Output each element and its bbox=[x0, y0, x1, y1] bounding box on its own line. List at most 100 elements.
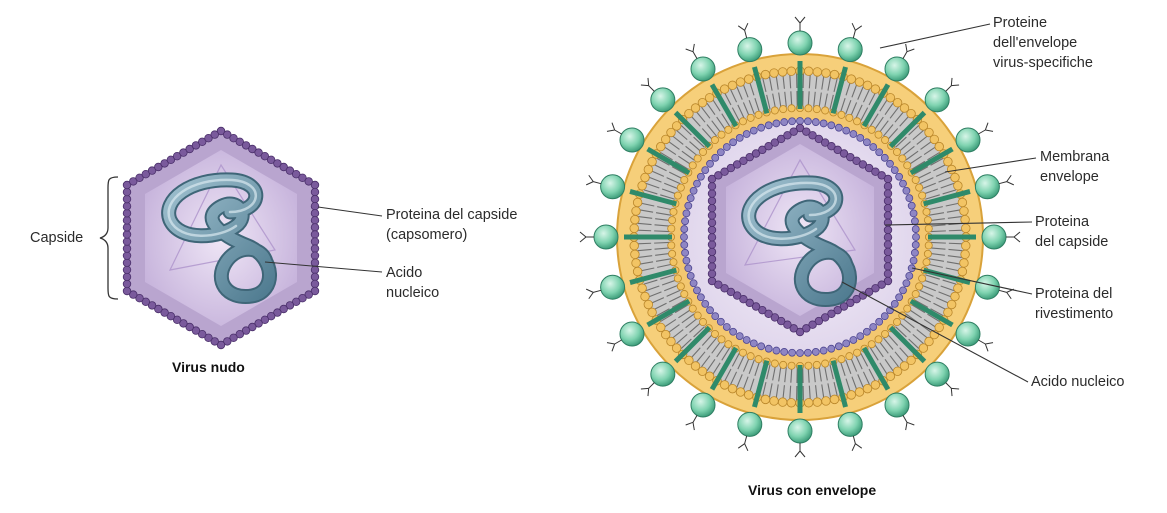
label-capsid-protein-env-line1: Proteina bbox=[1035, 214, 1090, 230]
glycan-tuft bbox=[611, 122, 616, 131]
glycoprotein-head bbox=[619, 127, 645, 153]
lipid-head-outer bbox=[821, 68, 831, 78]
lipid-head-inner bbox=[676, 282, 685, 291]
lipid-tail bbox=[693, 326, 705, 338]
capsomere bbox=[122, 272, 132, 282]
transmembrane-stem bbox=[646, 298, 691, 328]
lipid-tail bbox=[689, 322, 702, 333]
coat-protein-bead bbox=[696, 172, 705, 181]
glycan-tuft bbox=[984, 122, 989, 131]
lipid-tail bbox=[706, 337, 717, 350]
capsomere bbox=[122, 187, 132, 197]
lipid-head-inner bbox=[710, 136, 719, 145]
capsomere bbox=[191, 326, 201, 335]
capsomere bbox=[266, 155, 276, 164]
lipid-tail bbox=[762, 78, 767, 93]
glycan-tuft bbox=[647, 77, 650, 86]
lipid-head-inner bbox=[924, 224, 933, 233]
lipid-head-inner bbox=[699, 318, 708, 327]
lipid-head-inner bbox=[680, 290, 689, 299]
lipid-head-inner bbox=[911, 175, 920, 184]
lipid-head-outer bbox=[943, 156, 953, 167]
glycan-tuft bbox=[855, 25, 863, 31]
lipid-tail bbox=[657, 206, 672, 211]
lipid-tail bbox=[883, 124, 894, 137]
lipid-tail bbox=[749, 378, 755, 393]
lipid-tail bbox=[723, 368, 732, 382]
leader-nucleic-acid-env bbox=[841, 281, 1029, 383]
lipid-tail bbox=[908, 309, 922, 319]
lipid-tail bbox=[676, 333, 688, 344]
coat-protein-bead bbox=[681, 248, 689, 257]
lipid-tail bbox=[933, 302, 947, 310]
glycoprotein-head bbox=[924, 87, 950, 113]
lipid-tail bbox=[857, 86, 864, 100]
capsomere bbox=[122, 251, 132, 260]
transmembrane-stem bbox=[861, 83, 891, 128]
lipid-head-outer bbox=[640, 291, 650, 302]
lipid-tail bbox=[807, 91, 810, 107]
lipid-head-inner bbox=[881, 136, 890, 145]
capsomere bbox=[304, 177, 313, 186]
glycan-tuft bbox=[692, 51, 698, 59]
lipid-tail bbox=[919, 177, 934, 185]
lipid-tail bbox=[749, 81, 755, 96]
lipid-tail bbox=[898, 322, 911, 333]
label-envelope-proteins-line1: Proteine bbox=[993, 15, 1048, 31]
lipid-tail bbox=[778, 92, 782, 108]
leader-coat-protein bbox=[911, 267, 1033, 295]
capsomere bbox=[260, 315, 270, 324]
lipid-head-inner bbox=[746, 352, 755, 361]
glycan-tuft bbox=[685, 48, 694, 53]
lipid-head-outer bbox=[637, 283, 647, 293]
lipid-tail bbox=[789, 385, 792, 400]
lipid-head-outer bbox=[760, 394, 771, 405]
glycoprotein-head bbox=[787, 418, 813, 444]
lipid-tail bbox=[948, 242, 963, 245]
capsomere bbox=[852, 295, 861, 304]
lipid-head-outer bbox=[630, 249, 640, 260]
lipid-head-outer bbox=[803, 66, 814, 76]
lipid-head-outer bbox=[906, 108, 916, 119]
lipid-tail bbox=[908, 338, 920, 349]
capsomere bbox=[216, 340, 226, 350]
coat-protein-bead bbox=[875, 148, 884, 157]
label-nucleic-acid-env: Acido nucleico bbox=[1031, 374, 1125, 390]
coat-protein-bead bbox=[696, 293, 705, 302]
lipid-tail bbox=[723, 92, 732, 106]
lipid-tail bbox=[784, 367, 787, 383]
glycan-tuft bbox=[852, 435, 856, 444]
lipid-tail bbox=[916, 329, 929, 339]
transmembrane-stem bbox=[909, 298, 954, 328]
lipid-head-inner bbox=[812, 360, 821, 369]
lipid-tail bbox=[681, 150, 695, 161]
coat-protein-bead bbox=[911, 248, 919, 257]
capsomere bbox=[883, 196, 893, 206]
lipid-tail bbox=[778, 366, 782, 382]
lipid-head-outer bbox=[690, 103, 701, 113]
capsomere bbox=[210, 337, 219, 346]
capsomere bbox=[871, 167, 880, 176]
lipid-tail bbox=[731, 107, 740, 122]
capsomere bbox=[122, 244, 132, 253]
lipid-head-outer bbox=[735, 77, 746, 87]
lipid-tail bbox=[711, 120, 722, 133]
lipid-tail bbox=[676, 130, 688, 141]
lipid-tail bbox=[929, 252, 945, 256]
lipid-tail bbox=[660, 194, 675, 200]
glycan-tuft bbox=[794, 450, 801, 458]
lipid-head-inner bbox=[853, 117, 862, 126]
coat-protein-bead bbox=[905, 271, 914, 280]
lipid-head-outer bbox=[946, 299, 957, 310]
glycan-tuft bbox=[1013, 236, 1021, 243]
capsomere bbox=[883, 254, 893, 264]
lipid-tail bbox=[775, 384, 779, 399]
coat-protein-bead bbox=[842, 126, 851, 135]
lipid-head-outer bbox=[656, 141, 666, 152]
lipid-tail bbox=[815, 74, 818, 89]
lipid-head-outer bbox=[854, 77, 865, 87]
lipid-head-outer bbox=[870, 380, 881, 390]
lipid-tail bbox=[919, 289, 934, 297]
capsomere bbox=[883, 240, 893, 249]
glycan-tuft bbox=[614, 339, 622, 345]
